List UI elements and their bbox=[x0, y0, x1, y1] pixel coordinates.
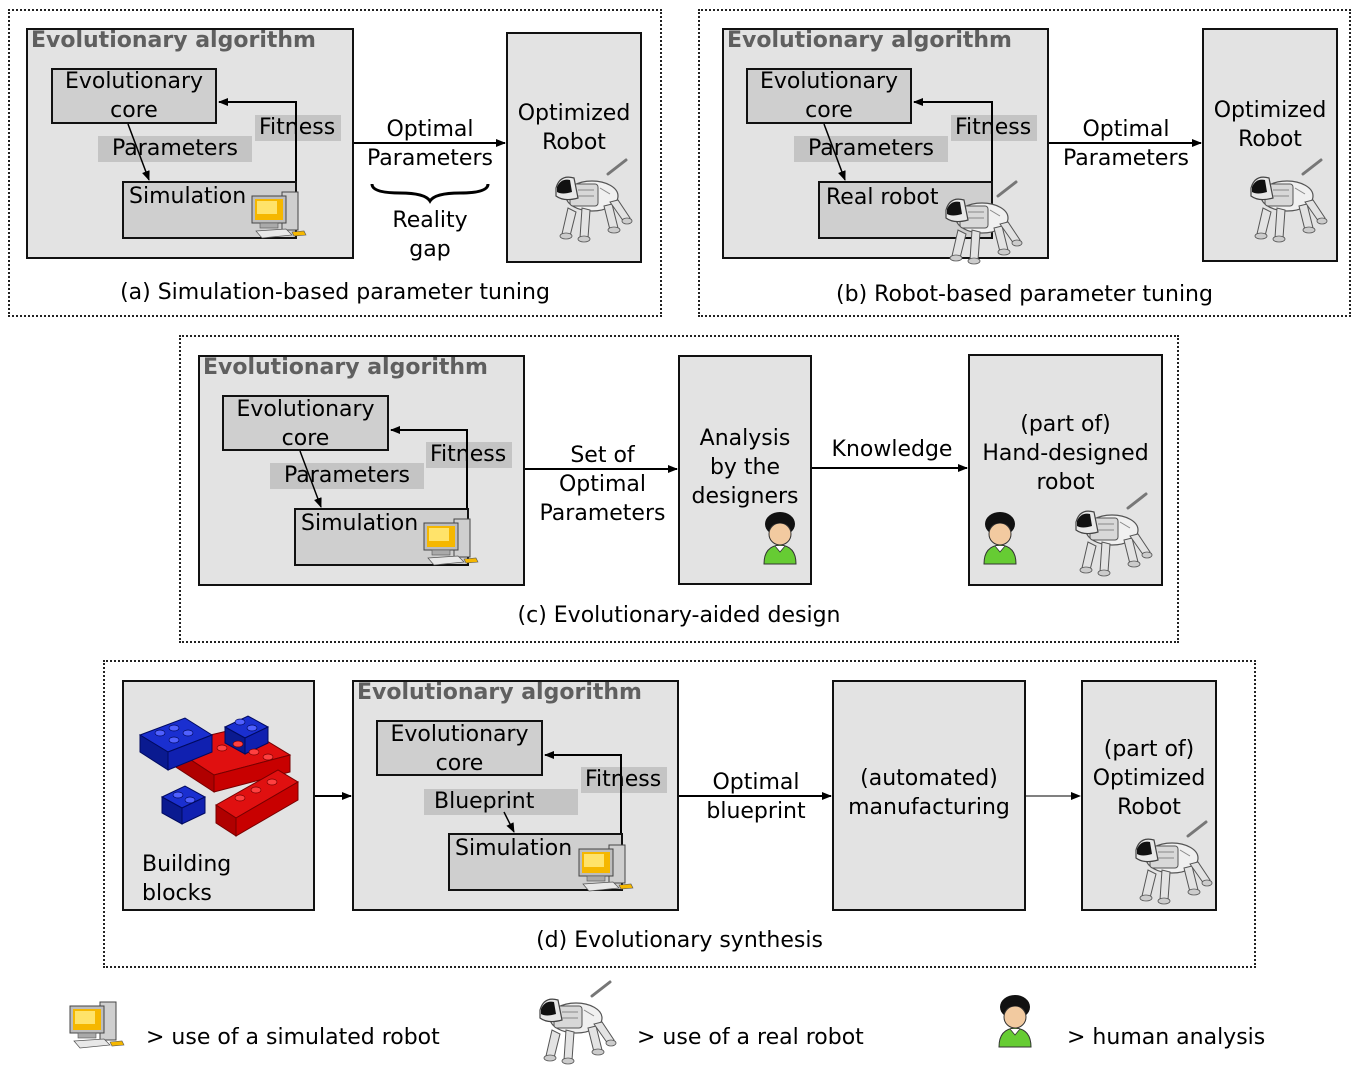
optimal-blueprint-label: Optimal blueprint bbox=[706, 770, 806, 824]
legend-real-label: > use of a real robot bbox=[637, 1025, 864, 1050]
blueprint-tag-d: Blueprint bbox=[424, 789, 578, 815]
core-label-a: Evolutionary core bbox=[64, 69, 204, 123]
robot-dog-icon-small bbox=[944, 180, 1024, 266]
hand-designed-label: (part of) Hand-designed robot bbox=[982, 412, 1149, 495]
core-box-c bbox=[222, 395, 389, 451]
parameters-tag-b: Parameters bbox=[794, 136, 948, 162]
optimal-params-label-b: Optimal Parameters bbox=[1063, 117, 1189, 171]
fitness-tag-d: Fitness bbox=[581, 767, 667, 793]
analysis-box bbox=[678, 355, 812, 585]
fitness-tag-c: Fitness bbox=[426, 442, 512, 468]
computer-icon bbox=[423, 518, 479, 566]
legend-human-icon bbox=[998, 994, 1032, 1048]
legend-human-label: > human analysis bbox=[1067, 1025, 1266, 1050]
core-box-a bbox=[51, 68, 217, 124]
ea-title-b: Evolutionary algorithm bbox=[727, 28, 1012, 53]
legend-simulated-label: > use of a simulated robot bbox=[146, 1025, 440, 1050]
fitness-tag-a: Fitness bbox=[255, 115, 341, 141]
lego-bricks-icon bbox=[138, 715, 299, 837]
optimal-params-label-a: Optimal Parameters bbox=[367, 117, 493, 171]
ea-title-c: Evolutionary algorithm bbox=[203, 355, 488, 380]
simulation-label-c: Simulation bbox=[301, 511, 419, 536]
robot-dog-icon bbox=[554, 158, 634, 244]
optimized-robot-label-a: Optimized Robot bbox=[517, 101, 631, 155]
caption-c: (c) Evolutionary-aided design bbox=[517, 603, 841, 628]
core-box-b bbox=[746, 68, 912, 124]
caption-a: (a) Simulation-based parameter tuning bbox=[120, 280, 550, 305]
parameters-tag-a: Parameters bbox=[98, 136, 252, 162]
core-label-b: Evolutionary core bbox=[759, 69, 899, 123]
panel-b bbox=[698, 9, 1351, 317]
core-box-d bbox=[376, 720, 543, 776]
caption-d: (d) Evolutionary synthesis bbox=[536, 928, 823, 953]
optimized-robot-label-d: (part of) Optimized Robot bbox=[1092, 737, 1206, 820]
parameters-tag-c: Parameters bbox=[270, 463, 424, 489]
optimized-robot-box-b bbox=[1202, 28, 1338, 262]
fitness-tag-b: Fitness bbox=[951, 115, 1037, 141]
reality-gap-label: Reality gap bbox=[392, 208, 468, 262]
panel-c bbox=[179, 335, 1179, 643]
panel-d bbox=[103, 660, 1256, 968]
human-icon bbox=[983, 511, 1017, 565]
robot-dog-icon bbox=[1074, 492, 1154, 578]
ea-title-d: Evolutionary algorithm bbox=[357, 680, 642, 705]
building-blocks-label: Building blocks bbox=[142, 852, 232, 906]
panel-a bbox=[8, 9, 662, 317]
legend-robot-icon bbox=[538, 980, 618, 1066]
ea-title-a: Evolutionary algorithm bbox=[31, 28, 316, 53]
real-robot-label-b: Real robot bbox=[826, 185, 939, 210]
manufacturing-label: (automated) manufacturing bbox=[848, 766, 1010, 820]
simulation-box-c bbox=[294, 508, 469, 566]
computer-icon bbox=[578, 844, 634, 892]
manufacturing-box bbox=[832, 680, 1026, 911]
analysis-label: Analysis by the designers bbox=[691, 426, 799, 509]
computer-icon bbox=[251, 191, 307, 239]
legend-computer-icon bbox=[69, 1001, 125, 1049]
knowledge-label: Knowledge bbox=[831, 437, 953, 462]
robot-dog-icon bbox=[1249, 158, 1329, 244]
core-label-d: Evolutionary core bbox=[390, 722, 529, 776]
optimal-params-label-c: Set of Optimal Parameters bbox=[539, 443, 666, 526]
simulation-label-d: Simulation bbox=[455, 836, 573, 861]
caption-b: (b) Robot-based parameter tuning bbox=[836, 282, 1213, 307]
robot-dog-icon bbox=[1134, 820, 1214, 906]
simulation-label-a: Simulation bbox=[129, 184, 247, 209]
core-label-c: Evolutionary core bbox=[236, 397, 375, 451]
optimized-robot-label-b: Optimized Robot bbox=[1213, 98, 1327, 152]
optimized-robot-box-a bbox=[506, 32, 642, 263]
human-icon bbox=[763, 511, 797, 565]
